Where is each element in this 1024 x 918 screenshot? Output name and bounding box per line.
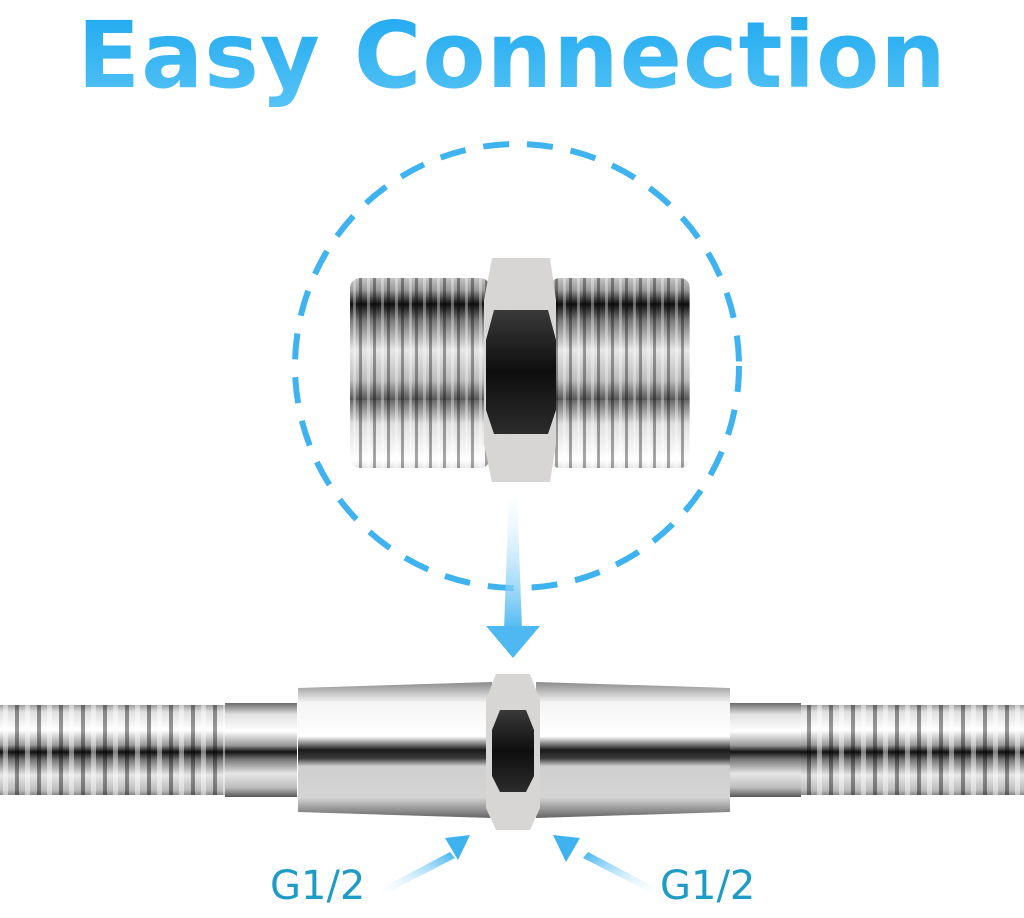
right-thread-size-label: G1/2 <box>660 863 756 909</box>
left-thread-size-label: G1/2 <box>270 863 366 909</box>
hex-nipple-fitting <box>350 258 690 482</box>
detail-callout-circle <box>292 141 742 591</box>
left-pointer-arrow-icon <box>378 835 470 895</box>
down-arrow-icon <box>486 490 540 658</box>
hose-assembly <box>0 674 1024 830</box>
page-title: Easy Connection <box>0 0 1024 112</box>
right-pointer-arrow-icon <box>553 835 660 895</box>
